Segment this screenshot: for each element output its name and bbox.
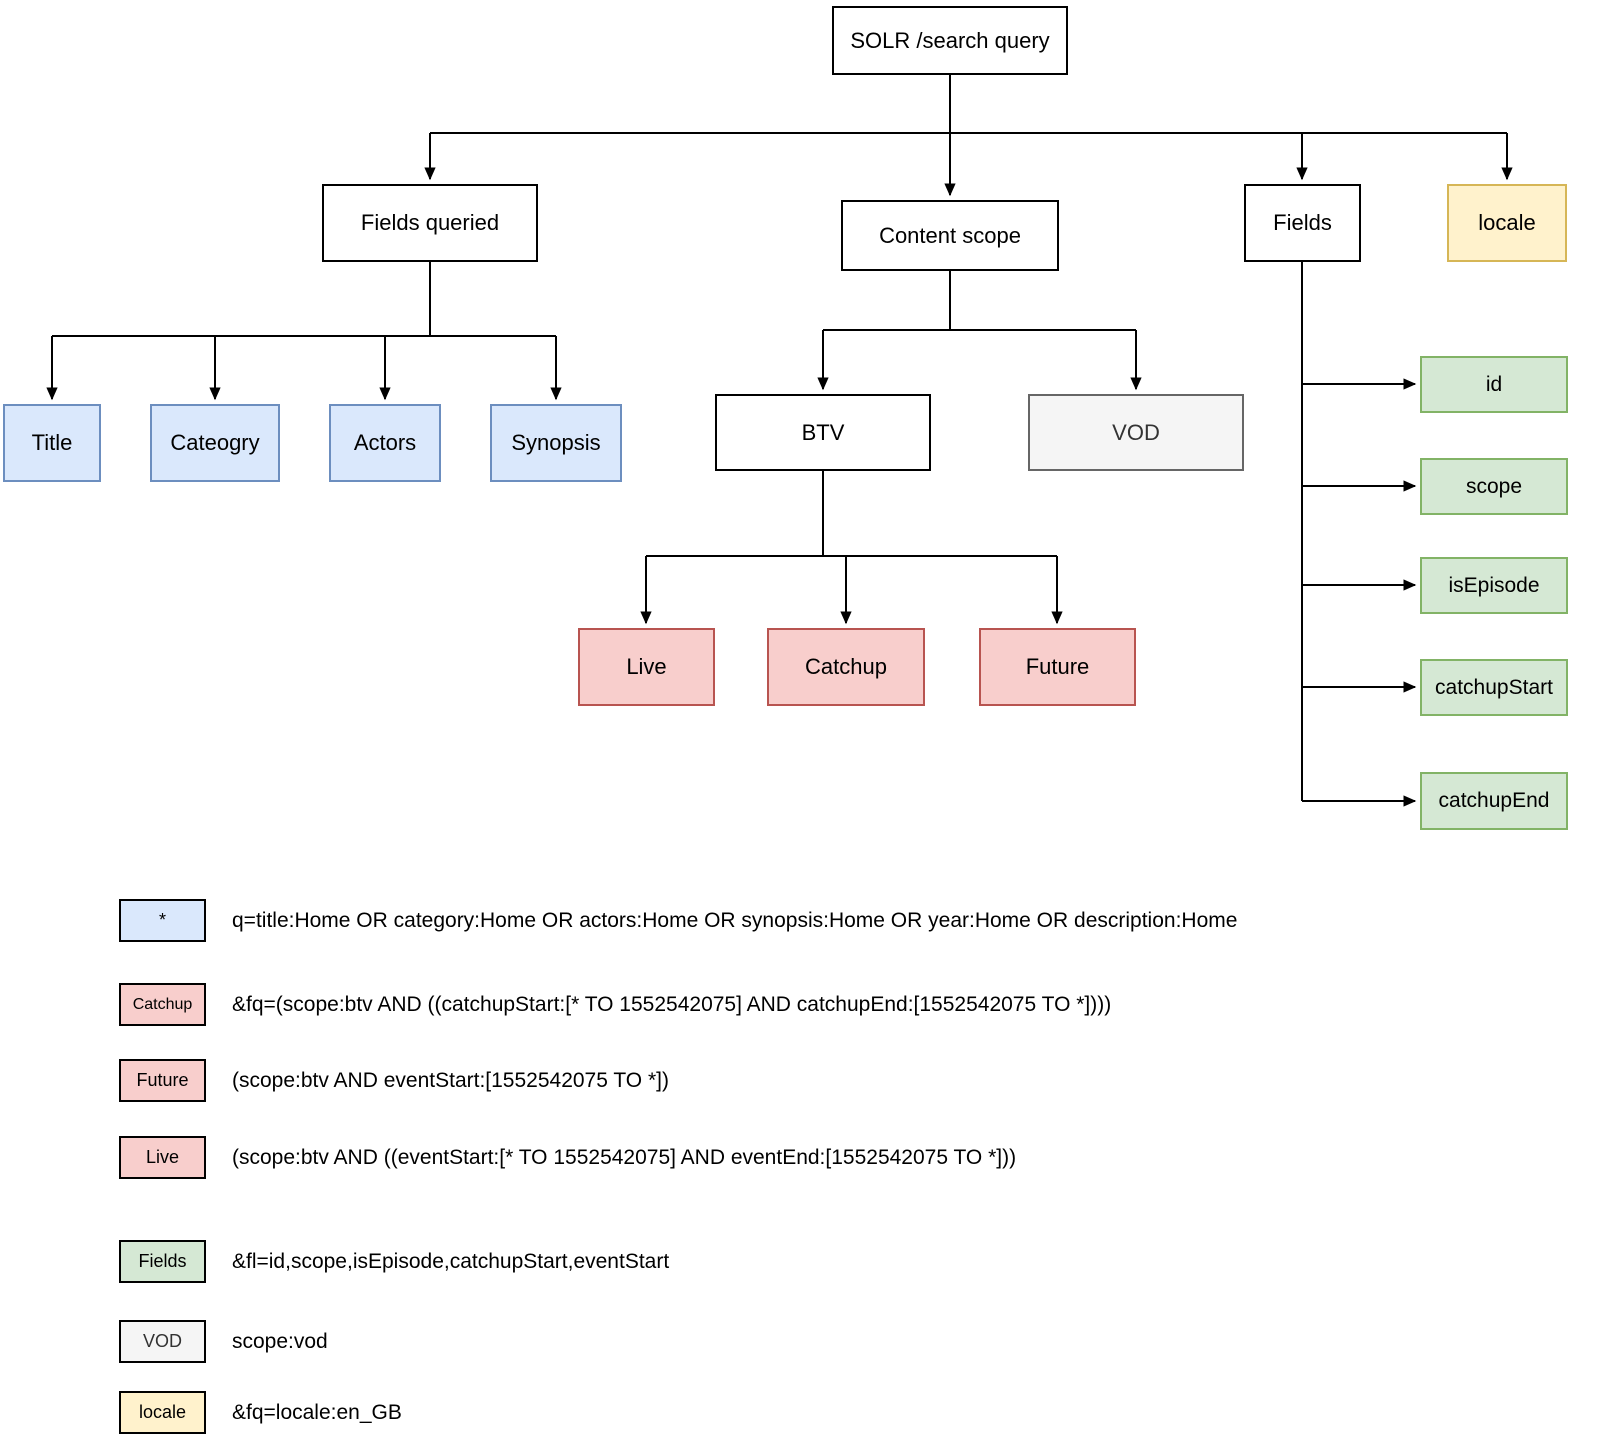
legend-swatch-vod: VOD (119, 1320, 206, 1363)
node-content-scope: Content scope (841, 200, 1059, 271)
legend-text-catchup: &fq=(scope:btv AND ((catchupStart:[* TO … (232, 992, 1112, 1016)
node-vod: VOD (1028, 394, 1244, 471)
legend-text-fields: &fl=id,scope,isEpisode,catchupStart,even… (232, 1249, 670, 1273)
legend-swatch-live: Live (119, 1136, 206, 1179)
node-id: id (1420, 356, 1568, 413)
node-fields-queried: Fields queried (322, 184, 538, 262)
legend-text-query: q=title:Home OR category:Home OR actors:… (232, 908, 1238, 932)
legend-text-locale: &fq=locale:en_GB (232, 1400, 402, 1424)
legend-row-live: Live (scope:btv AND ((eventStart:[* TO 1… (119, 1136, 1016, 1179)
legend-swatch-fields: Fields (119, 1240, 206, 1283)
legend-swatch-star: * (119, 899, 206, 942)
node-catchup: Catchup (767, 628, 925, 706)
legend-row-catchup: Catchup &fq=(scope:btv AND ((catchupStar… (119, 983, 1111, 1026)
node-solr-search-query: SOLR /search query (832, 6, 1068, 75)
node-locale: locale (1447, 184, 1567, 262)
node-title: Title (3, 404, 101, 482)
node-live: Live (578, 628, 715, 706)
node-actors: Actors (329, 404, 441, 482)
legend-row-query: * q=title:Home OR category:Home OR actor… (119, 899, 1237, 942)
node-catchupStart: catchupStart (1420, 659, 1568, 716)
legend-swatch-catchup: Catchup (119, 983, 206, 1026)
node-scope: scope (1420, 458, 1568, 515)
legend-text-future: (scope:btv AND eventStart:[1552542075 TO… (232, 1068, 669, 1092)
legend-row-vod: VOD scope:vod (119, 1320, 328, 1363)
legend-swatch-future: Future (119, 1059, 206, 1102)
node-isEpisode: isEpisode (1420, 557, 1568, 614)
legend-swatch-locale: locale (119, 1391, 206, 1434)
legend-text-vod: scope:vod (232, 1329, 328, 1353)
node-cateogry: Cateogry (150, 404, 280, 482)
legend-row-locale: locale &fq=locale:en_GB (119, 1391, 402, 1434)
legend-row-future: Future (scope:btv AND eventStart:[155254… (119, 1059, 669, 1102)
node-future: Future (979, 628, 1136, 706)
legend-row-fields: Fields &fl=id,scope,isEpisode,catchupSta… (119, 1240, 669, 1283)
node-btv: BTV (715, 394, 931, 471)
node-synopsis: Synopsis (490, 404, 622, 482)
node-catchupEnd: catchupEnd (1420, 772, 1568, 830)
node-fields: Fields (1244, 184, 1361, 262)
legend-text-live: (scope:btv AND ((eventStart:[* TO 155254… (232, 1145, 1017, 1169)
